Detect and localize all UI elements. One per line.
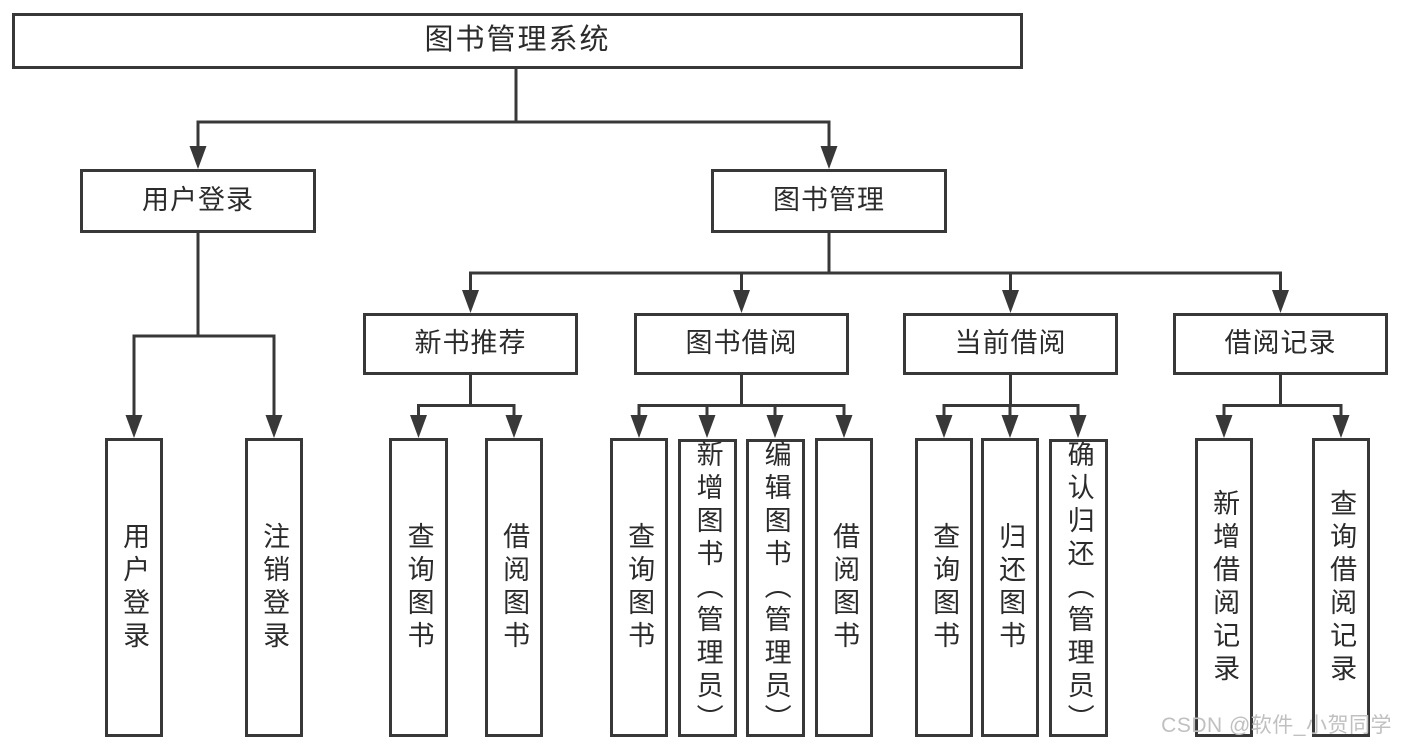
connector-new-book-to-leaves <box>417 375 516 419</box>
node-label: 归还图书 <box>995 521 1026 654</box>
node-label: 新增借阅记录 <box>1209 488 1240 687</box>
leaf-query-books-borrowing: 查询图书 <box>610 438 668 737</box>
node-label: 查询图书 <box>403 521 434 654</box>
watermark-text: CSDN @软件_小贺同学 <box>1161 714 1392 737</box>
leaf-add-borrow-record: 新增借阅记录 <box>1195 438 1253 737</box>
arrow-down-icon <box>1002 290 1019 313</box>
node-label: 用户登录 <box>142 185 254 216</box>
connector-current-borrowing-to-leaves <box>942 375 1080 419</box>
node-label: 查询借阅记录 <box>1326 488 1357 687</box>
arrow-down-icon <box>189 146 207 169</box>
leaf-confirm-return-admin: 确认归还（管理员） <box>1049 439 1108 737</box>
arrow-down-icon <box>1001 415 1019 438</box>
arrow-down-icon <box>410 415 427 438</box>
node-label: 注销登录 <box>259 521 290 654</box>
node-label: 用户登录 <box>119 521 150 654</box>
arrow-down-icon <box>1332 415 1350 438</box>
connector-root-to-level2 <box>196 69 831 152</box>
leaf-logout: 注销登录 <box>245 438 303 737</box>
node-label: 图书管理 <box>773 185 885 216</box>
node-label: 新增图书（管理员） <box>692 439 723 737</box>
node-label: 借阅记录 <box>1224 328 1337 359</box>
arrow-down-icon <box>835 415 853 438</box>
leaf-edit-books-admin: 编辑图书（管理员） <box>746 439 805 737</box>
leaf-borrow-books-borrowing: 借阅图书 <box>815 438 873 737</box>
leaf-borrow-books-recommend: 借阅图书 <box>485 438 543 737</box>
arrow-down-icon <box>766 415 784 438</box>
arrow-down-icon <box>505 415 523 438</box>
arrow-down-icon <box>630 415 648 438</box>
node-user-login: 用户登录 <box>80 169 316 233</box>
arrow-down-icon <box>462 290 479 313</box>
node-new-book-recommendation: 新书推荐 <box>363 313 578 375</box>
arrow-down-icon <box>1215 415 1233 438</box>
connector-book-management-to-level3 <box>469 232 1282 294</box>
arrow-down-icon <box>1272 290 1289 313</box>
connector-book-borrowing-to-leaves <box>637 375 846 419</box>
arrow-down-icon <box>698 415 716 438</box>
node-current-borrowing: 当前借阅 <box>903 313 1118 375</box>
arrow-down-icon <box>1069 415 1087 438</box>
node-label: 查询图书 <box>929 521 960 654</box>
arrow-down-icon <box>935 415 953 438</box>
node-book-management: 图书管理 <box>711 169 947 233</box>
node-label: 借阅图书 <box>829 521 860 654</box>
leaf-query-borrow-record: 查询借阅记录 <box>1312 438 1370 737</box>
node-label: 确认归还（管理员） <box>1063 439 1094 737</box>
node-label: 编辑图书（管理员） <box>760 439 791 737</box>
arrow-down-icon <box>733 290 750 313</box>
node-label: 查询图书 <box>624 521 655 654</box>
node-label: 新书推荐 <box>414 328 527 359</box>
node-borrowing-records: 借阅记录 <box>1173 313 1388 375</box>
arrow-down-icon <box>820 146 838 169</box>
connector-borrow-records-to-leaves <box>1222 375 1343 419</box>
arrowheads <box>125 146 1350 438</box>
node-book-borrowing: 图书借阅 <box>634 313 849 375</box>
leaf-query-books-current: 查询图书 <box>915 438 973 737</box>
connector-user-login-to-leaves <box>132 232 276 419</box>
node-label: 借阅图书 <box>499 521 530 654</box>
node-label: 图书管理系统 <box>424 24 611 57</box>
node-label: 图书借阅 <box>685 328 798 359</box>
node-library-management-system: 图书管理系统 <box>12 13 1023 69</box>
leaf-add-books-admin: 新增图书（管理员） <box>678 439 737 737</box>
arrow-down-icon <box>125 415 143 438</box>
arrow-down-icon <box>265 415 283 438</box>
node-label: 当前借阅 <box>954 328 1067 359</box>
leaf-query-books-recommend: 查询图书 <box>389 438 448 737</box>
leaf-return-books: 归还图书 <box>981 438 1039 737</box>
leaf-user-login: 用户登录 <box>105 438 163 737</box>
